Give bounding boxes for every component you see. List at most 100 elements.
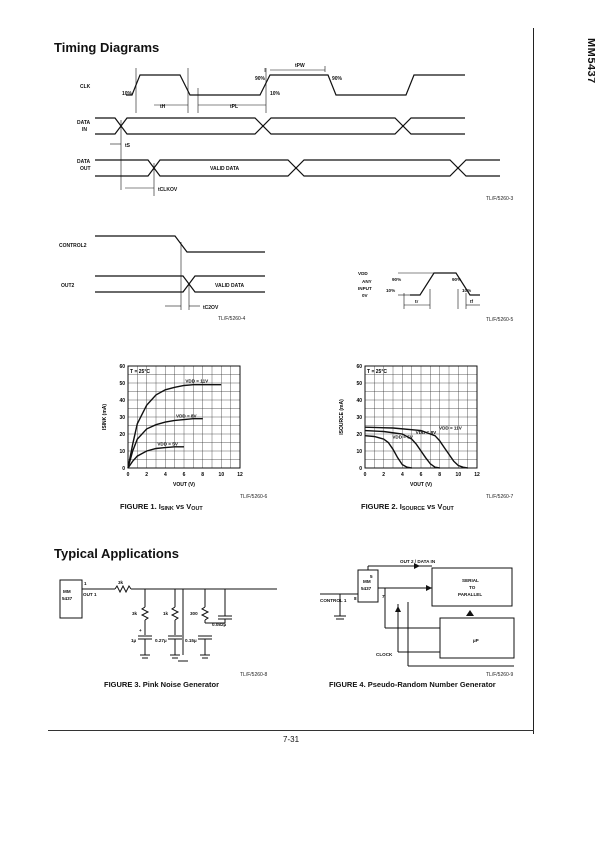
timing-diagram-rise-fall: VDD ANY INPUT 0V 90% 90% 10% 10% tr tf bbox=[358, 271, 480, 309]
series-label: VDD = 11V bbox=[439, 426, 463, 431]
c015-label: 0.15µ bbox=[185, 638, 197, 643]
data-in-lower bbox=[95, 125, 465, 135]
pct-10-a: 10% bbox=[122, 91, 133, 97]
y-tick-label: 20 bbox=[356, 432, 362, 438]
control2-label: CONTROL2 bbox=[59, 243, 87, 249]
ref-5260-9: TL/F/5260-9 bbox=[486, 672, 514, 678]
ref-5260-5: TL/F/5260-5 bbox=[486, 317, 514, 323]
resistor-3k-series bbox=[114, 584, 132, 594]
timing-diagram-clk-data: CLK DATA IN DATA OUT 90% 90% 10% 10% tPW… bbox=[77, 63, 500, 196]
r3k-label: 3k bbox=[132, 611, 138, 616]
valid-data-label: VALID DATA bbox=[210, 166, 240, 172]
tc2ov-label: tC2OV bbox=[203, 305, 219, 311]
control1-label: CONTROL 1 bbox=[320, 598, 347, 603]
c0082-label: 0.082µ bbox=[212, 622, 226, 627]
zero-v-label: 0V bbox=[362, 293, 369, 298]
y-tick-label: 0 bbox=[122, 466, 125, 472]
plus-label: + bbox=[139, 628, 142, 633]
data-out-lower bbox=[95, 167, 500, 177]
out1-label: OUT 1 bbox=[83, 592, 97, 597]
y-tick-label: 40 bbox=[356, 398, 362, 404]
y-axis-label: ISOURCE (mA) bbox=[339, 399, 345, 435]
out2-datain-label: OUT 2 / DATA IN bbox=[400, 559, 436, 564]
x-tick-label: 2 bbox=[145, 472, 148, 478]
x-axis-label: VOUT (V) bbox=[173, 482, 195, 488]
x-tick-label: 6 bbox=[183, 472, 186, 478]
temperature-annotation: T = 25°C bbox=[367, 369, 387, 375]
part-number: MM5437 bbox=[585, 38, 595, 84]
th-label: tH bbox=[160, 104, 166, 110]
clk-label: CLK bbox=[80, 84, 91, 90]
series-line-1 bbox=[127, 418, 203, 469]
serial-to-parallel-block bbox=[431, 567, 513, 607]
pct-90-b: 90% bbox=[332, 76, 343, 82]
x-tick-label: 10 bbox=[456, 472, 462, 478]
y-tick-label: 50 bbox=[356, 381, 362, 387]
ref-5260-8: TL/F/5260-8 bbox=[240, 672, 268, 678]
series-label: VDD = 5V bbox=[157, 442, 178, 447]
y-axis-label: ISINK (mA) bbox=[102, 404, 108, 430]
series-line-1 bbox=[364, 429, 440, 469]
pct-10-d: 10% bbox=[462, 288, 471, 293]
input-waveform bbox=[410, 272, 480, 296]
series-line-0 bbox=[364, 435, 412, 469]
x-tick-label: 12 bbox=[474, 472, 480, 478]
chip1-part: 5437 bbox=[62, 596, 73, 601]
x-tick-label: 6 bbox=[420, 472, 423, 478]
data-arrow-down bbox=[466, 610, 474, 616]
to-label: TO bbox=[469, 585, 476, 590]
arrow-right-mid bbox=[426, 585, 432, 591]
x-tick-label: 10 bbox=[219, 472, 225, 478]
c027-label: 0.27µ bbox=[155, 638, 167, 643]
series-line-0 bbox=[127, 384, 222, 469]
pct-10-c: 10% bbox=[386, 288, 395, 293]
series-line-2 bbox=[364, 426, 468, 469]
y-tick-label: 10 bbox=[356, 449, 362, 455]
pct-90-c: 90% bbox=[392, 277, 401, 282]
figure-1-caption: FIGURE 1. ISINK vs VOUT bbox=[120, 502, 203, 513]
timing-diagrams-title: Timing Diagrams bbox=[54, 40, 160, 55]
valid-data-label-2: VALID DATA bbox=[215, 283, 245, 289]
input-label: INPUT bbox=[358, 286, 372, 291]
temperature-annotation: T = 25°C bbox=[130, 369, 150, 375]
y-tick-label: 60 bbox=[356, 364, 362, 370]
timing-diagram-control2: CONTROL2 OUT2 VALID DATA tC2OV bbox=[59, 235, 265, 311]
pin1-label: 1 bbox=[84, 581, 87, 586]
y-tick-label: 30 bbox=[119, 415, 125, 421]
y-tick-label: 0 bbox=[359, 466, 362, 472]
series-label: VDD = 5V bbox=[392, 435, 413, 440]
pink-noise-schematic: 1 MM 5437 OUT 1 3k 3k 1k 300 + 1µ 0.27µ … bbox=[59, 579, 277, 662]
x-tick-label: 0 bbox=[127, 472, 130, 478]
series-line-2 bbox=[127, 446, 184, 469]
x-tick-label: 12 bbox=[237, 472, 243, 478]
y-tick-label: 20 bbox=[119, 432, 125, 438]
tf-label: tf bbox=[470, 299, 474, 304]
ts-label: tS bbox=[125, 143, 131, 149]
typical-applications-title: Typical Applications bbox=[54, 546, 179, 561]
serial-label: SERIAL bbox=[462, 578, 479, 583]
y-tick-label: 40 bbox=[119, 398, 125, 404]
x-tick-label: 8 bbox=[201, 472, 204, 478]
data-out-label-1: DATA bbox=[77, 159, 91, 165]
plot-frame bbox=[364, 365, 478, 469]
pin5-label: 5 bbox=[370, 574, 373, 579]
x-tick-label: 0 bbox=[364, 472, 367, 478]
series-label: VDD = 8V bbox=[176, 414, 197, 419]
out2-label: OUT2 bbox=[61, 283, 75, 289]
arrow-right-top bbox=[414, 563, 420, 569]
control2-waveform bbox=[95, 235, 265, 253]
mm5437-chip-1 bbox=[59, 579, 83, 619]
pct-90-d: 90% bbox=[452, 277, 461, 282]
tclkov-label: tCLKOV bbox=[158, 187, 178, 193]
y-tick-label: 50 bbox=[119, 381, 125, 387]
y-tick-label: 10 bbox=[119, 449, 125, 455]
chip1-mm: MM bbox=[63, 589, 71, 594]
x-tick-label: 4 bbox=[164, 472, 167, 478]
plot-frame bbox=[127, 365, 241, 469]
data-out-upper bbox=[95, 159, 500, 169]
ref-5260-7: TL/F/5260-7 bbox=[486, 494, 514, 500]
clock-label: CLOCK bbox=[376, 652, 393, 657]
ref-5260-3: TL/F/5260-3 bbox=[486, 196, 514, 202]
